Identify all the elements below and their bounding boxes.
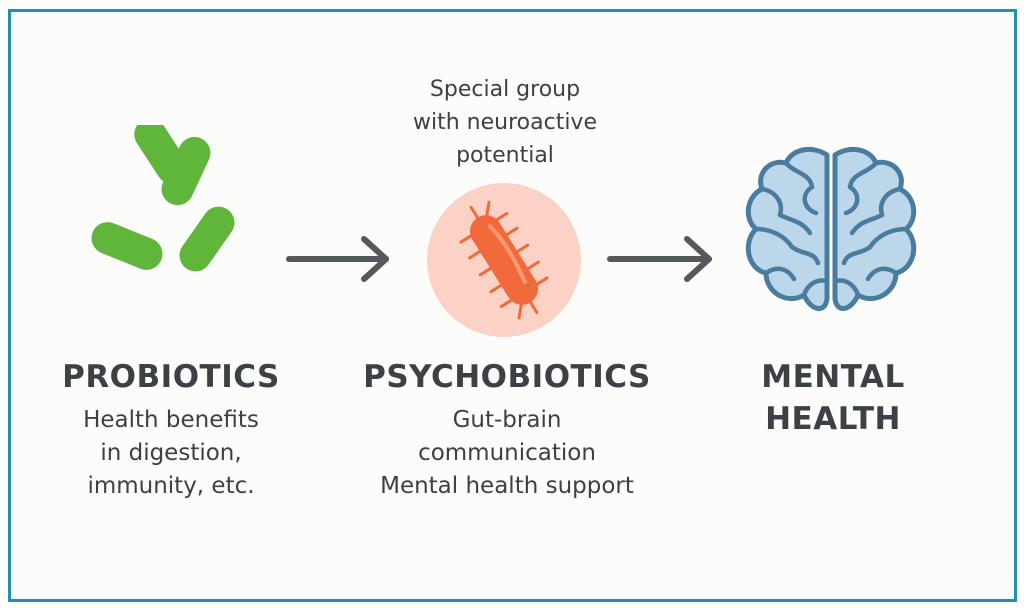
psychobiotics-title: PSYCHOBIOTICS [363,359,651,395]
arrow-right-icon [607,236,712,282]
bacterium-icon [427,183,581,337]
psychobiotics-note: Special group with neuroactive potential [413,77,597,168]
brain-icon [745,146,917,311]
rod-bacteria-icon [91,125,235,272]
psychobiotics-description: Gut-brain communication Mental health su… [380,407,634,499]
mental-health-title: MENTAL HEALTH [761,359,905,437]
arrow-right-icon [286,236,389,282]
probiotics-description: Health benefits in digestion, immunity, … [83,407,259,499]
probiotics-title: PROBIOTICS [62,359,280,395]
